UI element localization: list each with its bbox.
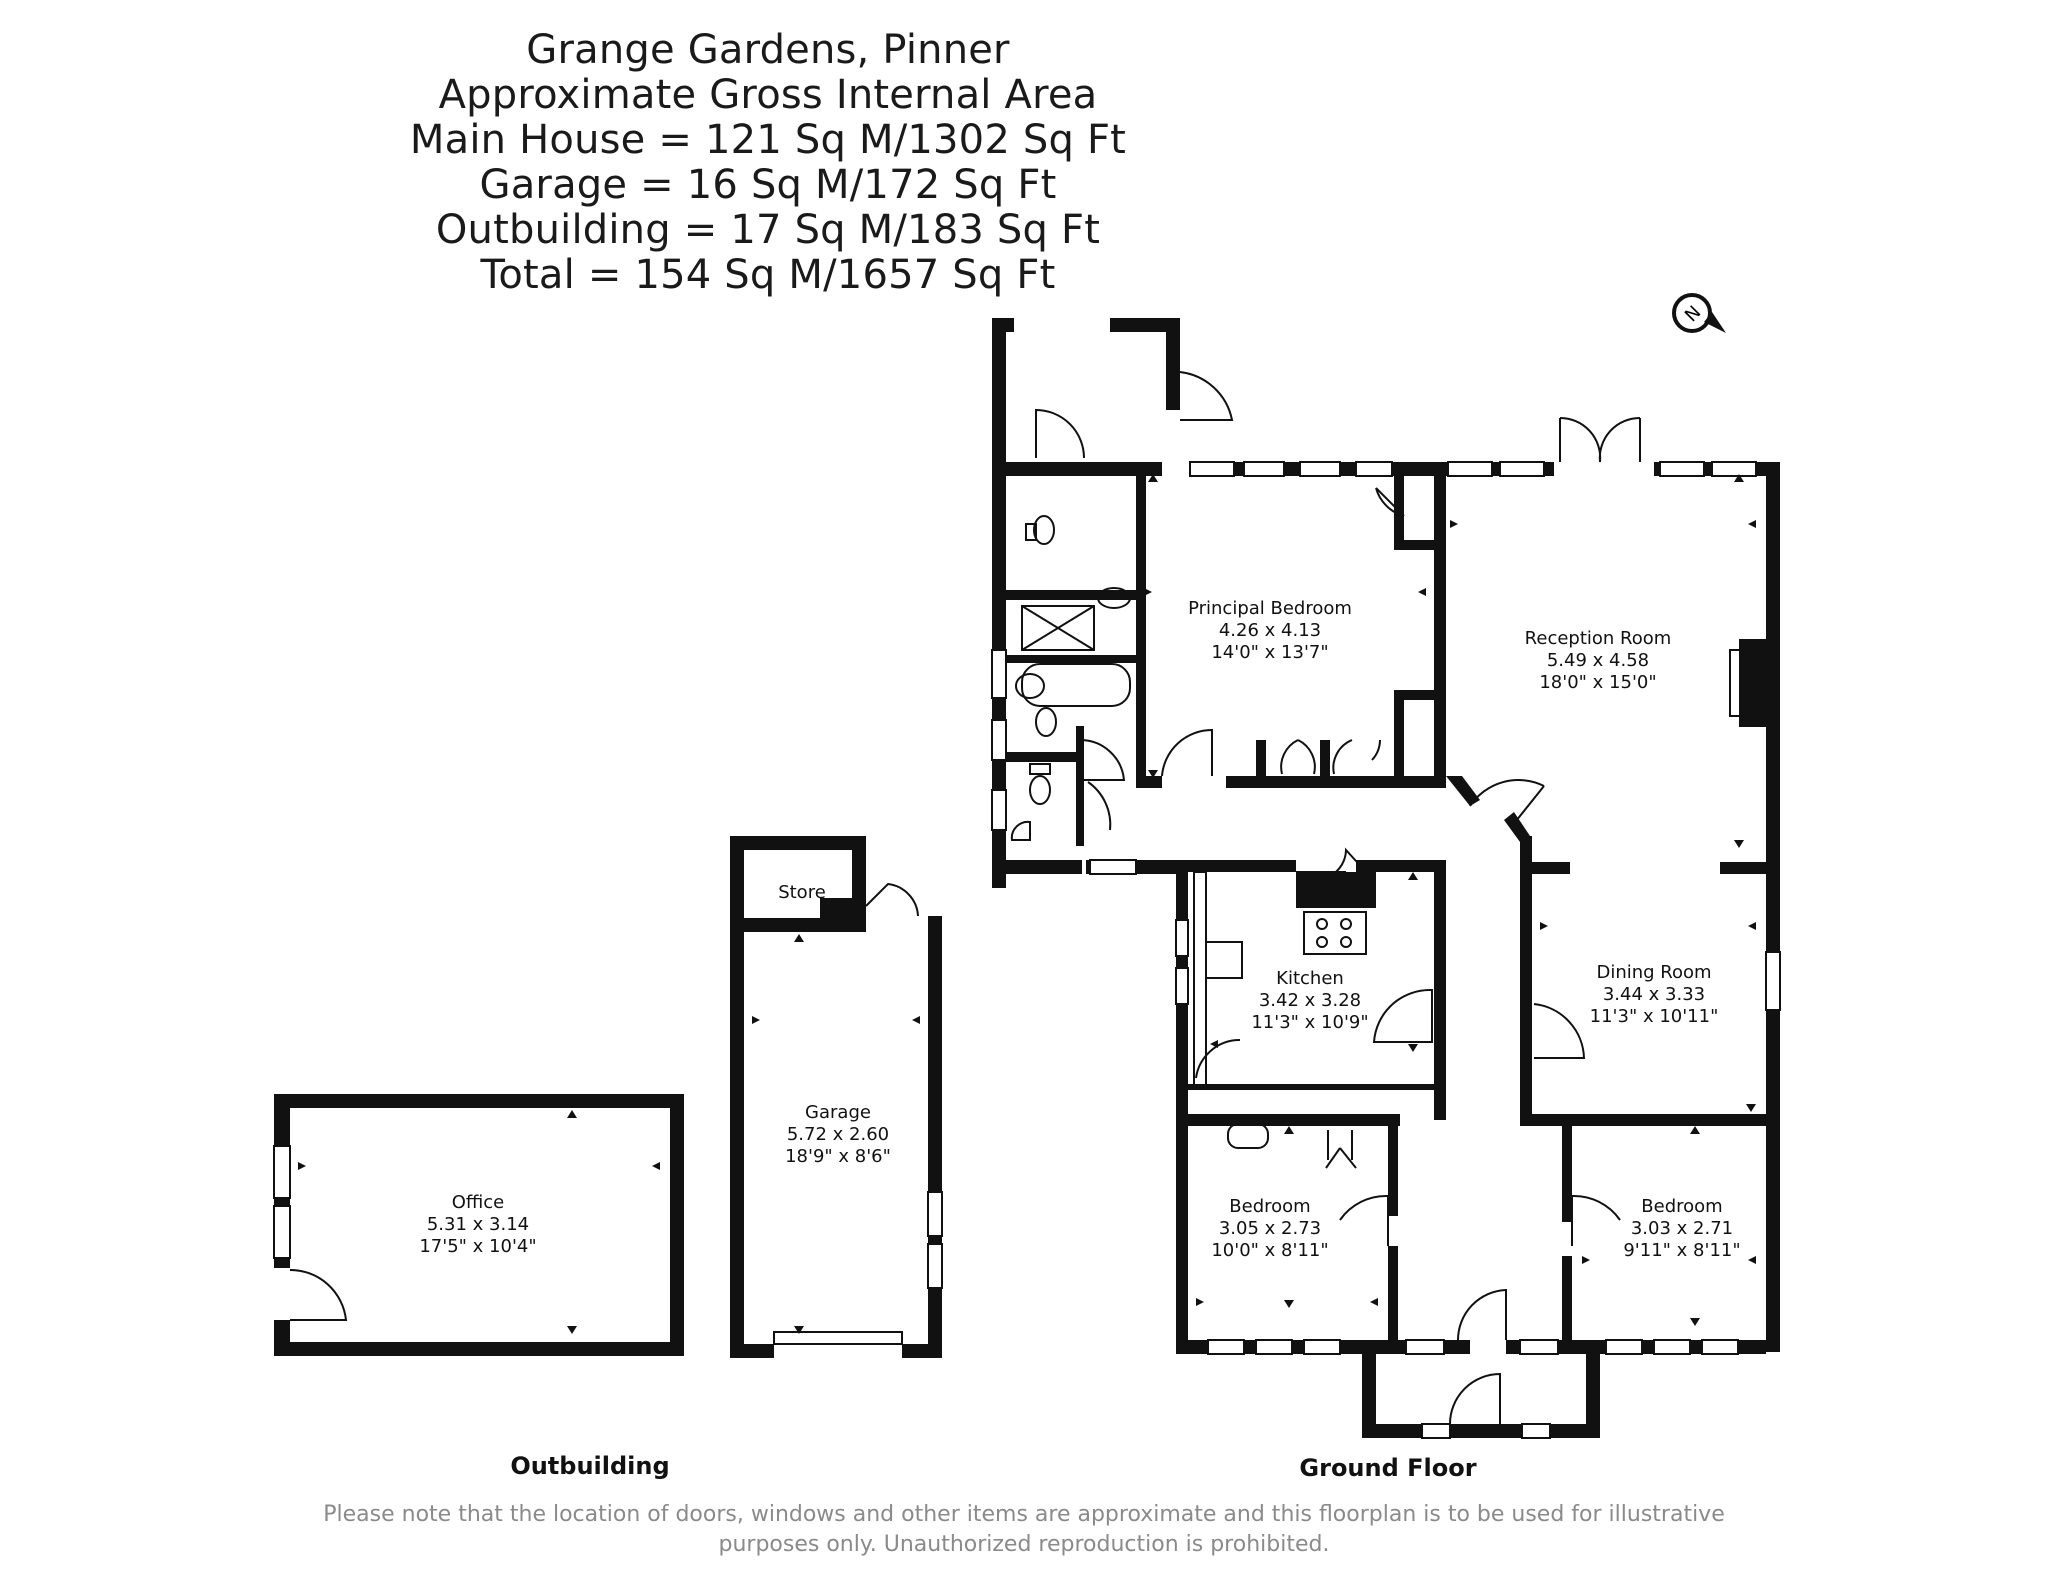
outbuilding-area: Outbuilding = 17 Sq M/183 Sq Ft	[435, 207, 1101, 253]
room-metric: 5.72 x 2.60	[787, 1124, 889, 1145]
room-imperial: 18'9" x 8'6"	[785, 1146, 891, 1167]
room-name: Bedroom	[1229, 1196, 1310, 1217]
plan-title: Grange Gardens, Pinner	[526, 27, 1010, 73]
room-garage: Garage 5.72 x 2.60 18'9" x 8'6"	[785, 1102, 891, 1167]
basin-icon	[1097, 587, 1131, 609]
main-house-area: Main House = 121 Sq M/1302 Sq Ft	[409, 117, 1127, 163]
main-house-doors	[1035, 371, 1641, 1425]
dimension-markers	[298, 474, 1756, 1334]
plan-header: Grange Gardens, Pinner Approximate Gross…	[0, 28, 1536, 298]
room-metric: 5.49 x 4.58	[1547, 650, 1649, 671]
room-imperial: 14'0" x 13'7"	[1211, 642, 1328, 663]
sink-icon	[1205, 941, 1243, 979]
room-metric: 4.26 x 4.13	[1219, 620, 1321, 641]
main-house-windows	[991, 461, 1781, 1439]
room-imperial: 9'11" x 8'11"	[1623, 1240, 1740, 1261]
room-name: Office	[452, 1192, 505, 1213]
room-imperial: 10'0" x 8'11"	[1211, 1240, 1328, 1261]
room-metric: 3.03 x 2.71	[1631, 1218, 1733, 1239]
room-kitchen: Kitchen 3.42 x 3.28 11'3" x 10'9"	[1251, 968, 1368, 1033]
plan-subtitle: Approximate Gross Internal Area	[438, 72, 1098, 118]
room-dining-room: Dining Room 3.44 x 3.33 11'3" x 10'11"	[1590, 962, 1719, 1027]
room-name: Garage	[805, 1102, 871, 1123]
disclaimer-line-2: purposes only. Unauthorized reproduction…	[718, 1532, 1330, 1557]
bathroom-fixtures	[1010, 515, 1767, 1149]
garage-area: Garage = 16 Sq M/172 Sq Ft	[479, 162, 1057, 208]
disclaimer-line-1: Please note that the location of doors, …	[323, 1502, 1725, 1527]
room-imperial: 11'3" x 10'9"	[1251, 1012, 1368, 1033]
total-area: Total = 154 Sq M/1657 Sq Ft	[480, 252, 1056, 298]
room-reception-room: Reception Room 5.49 x 4.58 18'0" x 15'0"	[1525, 628, 1672, 693]
north-compass-icon: N	[1672, 293, 1726, 333]
toilet-icon	[1035, 707, 1057, 737]
room-imperial: 11'3" x 10'11"	[1590, 1006, 1719, 1027]
compass-letter: N	[1681, 302, 1705, 326]
room-imperial: 18'0" x 15'0"	[1539, 672, 1656, 693]
room-bedroom-left: Bedroom 3.05 x 2.73 10'0" x 8'11"	[1211, 1196, 1328, 1261]
main-house-walls	[992, 318, 1780, 1438]
room-name: Dining Room	[1596, 962, 1711, 983]
basin-icon	[1227, 1123, 1269, 1149]
disclaimer: Please note that the location of doors, …	[0, 1500, 2048, 1560]
room-metric: 5.31 x 3.14	[427, 1214, 529, 1235]
room-name: Store	[778, 882, 826, 903]
toilet-icon	[1029, 775, 1051, 805]
room-name: Reception Room	[1525, 628, 1672, 649]
room-name: Principal Bedroom	[1188, 598, 1352, 619]
fireplace-icon	[1739, 639, 1767, 727]
office-fixtures	[273, 1145, 348, 1321]
basin-icon	[1010, 820, 1031, 841]
room-name: Bedroom	[1641, 1196, 1722, 1217]
room-store: Store	[778, 882, 826, 903]
kitchen-worktop	[1193, 871, 1207, 1087]
section-ground-floor: Ground Floor	[1299, 1454, 1476, 1482]
section-outbuilding: Outbuilding	[510, 1452, 669, 1480]
garage-fixtures	[773, 882, 943, 1345]
basin-icon	[1015, 673, 1045, 699]
toilet-icon	[1033, 515, 1055, 545]
room-metric: 3.42 x 3.28	[1259, 990, 1361, 1011]
hob-icon	[1303, 911, 1367, 955]
garage-walls	[730, 836, 942, 1358]
shower-tray-icon	[1021, 605, 1095, 651]
room-imperial: 17'5" x 10'4"	[419, 1236, 536, 1257]
room-principal-bedroom: Principal Bedroom 4.26 x 4.13 14'0" x 13…	[1188, 598, 1352, 663]
bathtub-icon	[1021, 663, 1131, 707]
room-name: Kitchen	[1276, 968, 1344, 989]
room-metric: 3.05 x 2.73	[1219, 1218, 1321, 1239]
room-office: Office 5.31 x 3.14 17'5" x 10'4"	[419, 1192, 536, 1257]
room-bedroom-right: Bedroom 3.03 x 2.71 9'11" x 8'11"	[1623, 1196, 1740, 1261]
room-metric: 3.44 x 3.33	[1603, 984, 1705, 1005]
